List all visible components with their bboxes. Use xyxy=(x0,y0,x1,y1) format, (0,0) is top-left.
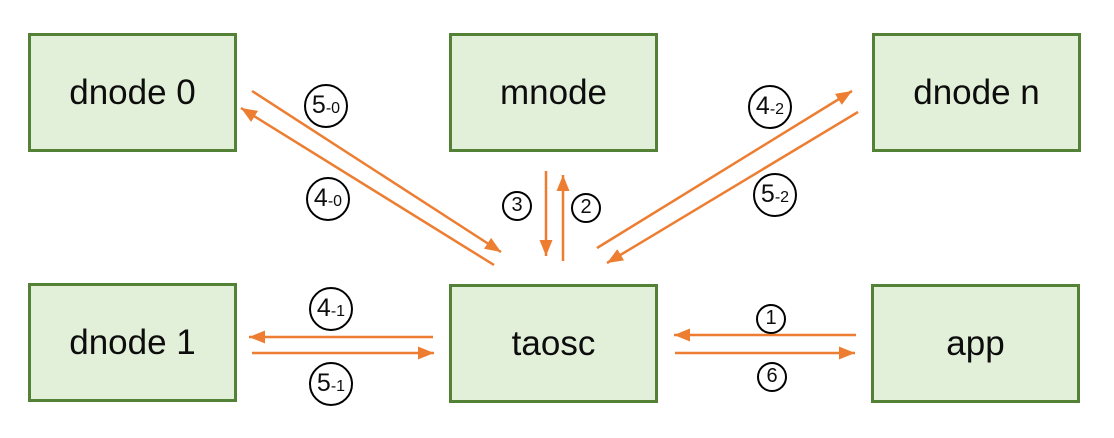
arrow-5-2 xyxy=(606,110,859,265)
arrow-4-2 xyxy=(596,89,853,250)
arrow-5-0 xyxy=(251,89,502,254)
edge-label-1: 1 xyxy=(756,304,786,334)
node-mnode: mnode xyxy=(449,33,658,152)
edge-label-4-1: 4-1 xyxy=(309,287,353,331)
node-app: app xyxy=(871,284,1080,403)
node-dnoden: dnode n xyxy=(872,33,1081,152)
node-dnode1: dnode 1 xyxy=(28,283,237,402)
edge-label-4-0: 4-0 xyxy=(306,177,350,221)
edge-label-2: 2 xyxy=(571,193,601,223)
node-dnode0: dnode 0 xyxy=(28,33,237,152)
edge-label-5-0: 5-0 xyxy=(304,84,348,128)
edge-label-4-2: 4-2 xyxy=(748,85,792,129)
node-taosc: taosc xyxy=(449,284,658,403)
edge-label-5-1: 5-1 xyxy=(309,362,353,406)
edge-label-3: 3 xyxy=(502,191,532,221)
arrow-4-0 xyxy=(240,106,495,267)
edge-label-6: 6 xyxy=(757,362,787,392)
edge-label-5-2: 5-2 xyxy=(753,173,797,217)
